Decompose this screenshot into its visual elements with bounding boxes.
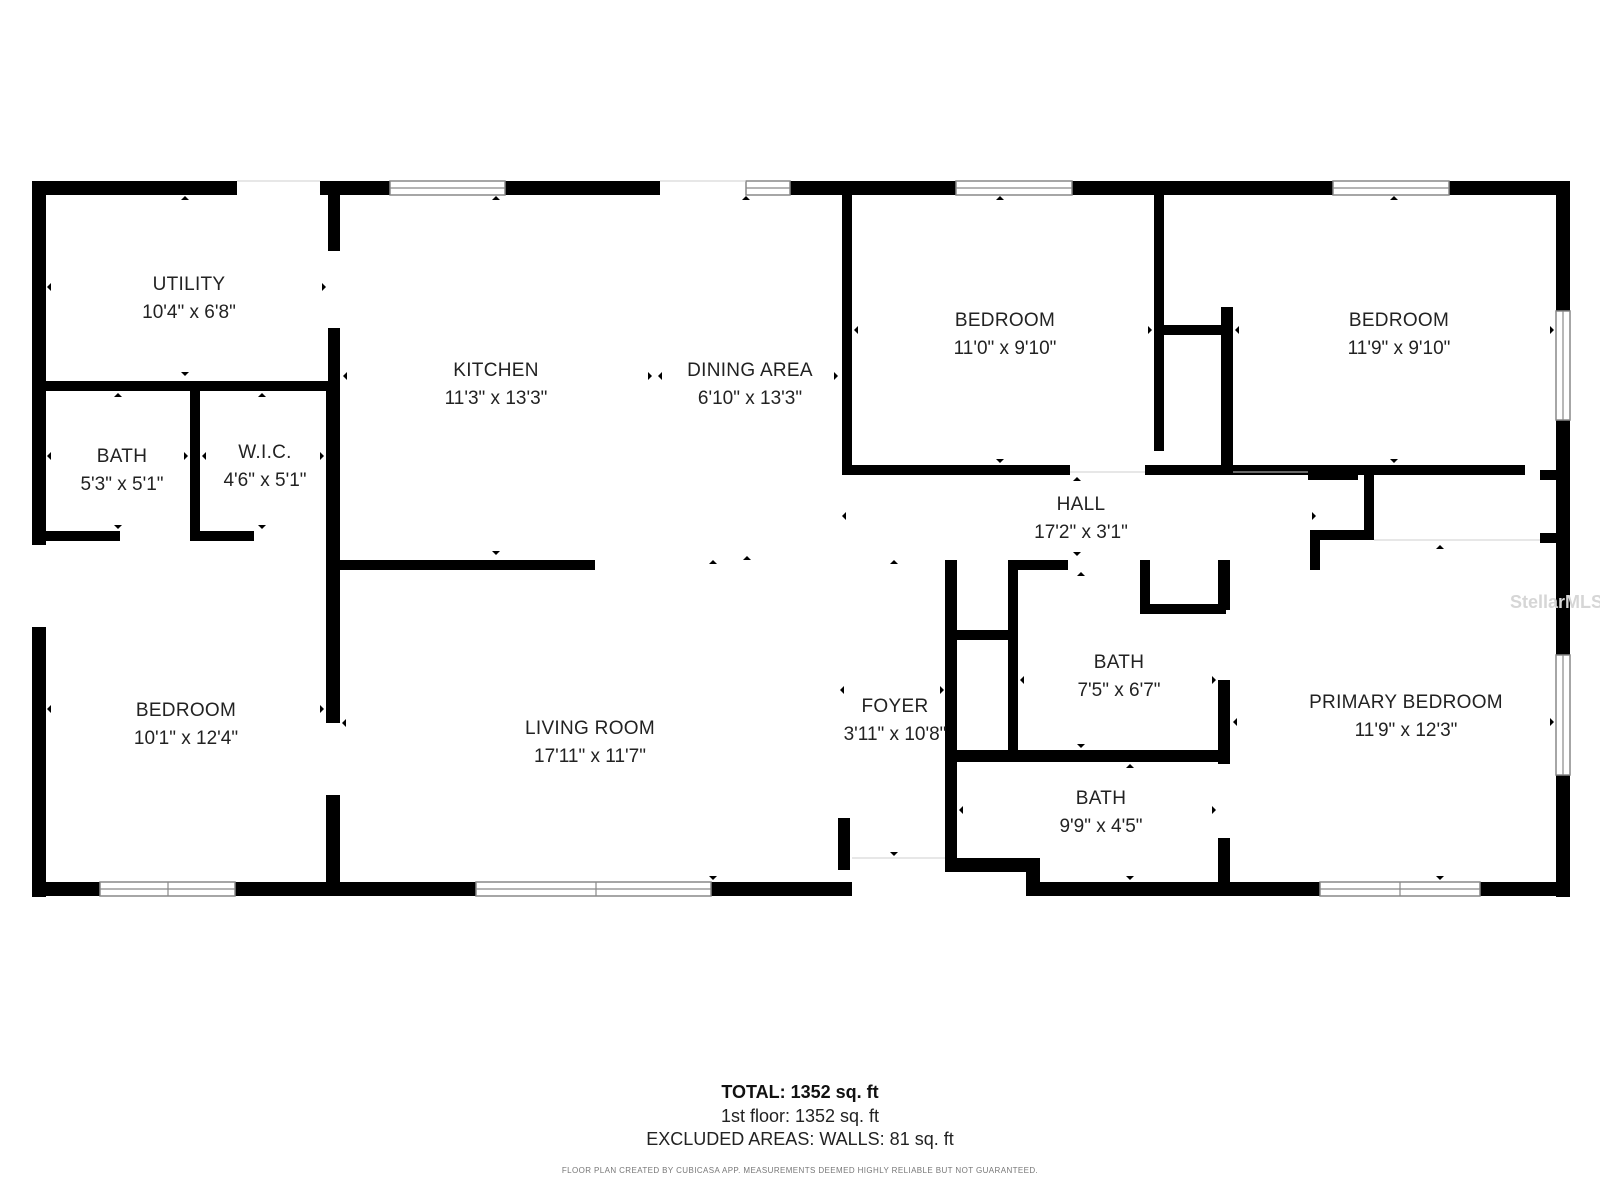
bath1-dim: 5'3" x 5'1" [80, 474, 163, 495]
primary-bedroom-name: PRIMARY BEDROOM [1309, 692, 1503, 713]
door-openings [237, 180, 1540, 859]
living-dim: 17'11" x 11'7" [534, 746, 646, 767]
bath2-name: BATH [1094, 652, 1144, 673]
utility-name: UTILITY [153, 274, 226, 295]
windows [99, 180, 1571, 897]
bath2-dim: 7'5" x 6'7" [1077, 680, 1160, 701]
bedroom2-name: BEDROOM [955, 310, 1055, 331]
watermark: StellarMLS [1510, 592, 1600, 612]
bath1-name: BATH [97, 446, 147, 467]
wic-dim: 4'6" x 5'1" [223, 470, 306, 491]
dining-dim: 6'10" x 13'3" [698, 388, 802, 409]
hall-name: HALL [1057, 494, 1106, 515]
walls [32, 181, 1570, 897]
bedroom3-dim: 11'9" x 9'10" [1348, 338, 1451, 359]
bedroom1-name: BEDROOM [136, 700, 236, 721]
total-area: TOTAL: 1352 sq. ft [721, 1082, 879, 1102]
wic-name: W.I.C. [238, 442, 292, 463]
foyer-name: FOYER [862, 696, 929, 717]
bath3-name: BATH [1076, 788, 1126, 809]
bath3-dim: 9'9" x 4'5" [1059, 816, 1142, 837]
living-name: LIVING ROOM [525, 718, 655, 739]
floor-area: 1st floor: 1352 sq. ft [720, 1106, 880, 1126]
foyer-dim: 3'11" x 10'8" [844, 724, 947, 745]
bedroom1-dim: 10'1" x 12'4" [134, 728, 238, 749]
hall-dim: 17'2" x 3'1" [1034, 522, 1128, 543]
kitchen-name: KITCHEN [453, 360, 539, 381]
excluded-area: EXCLUDED AREAS: WALLS: 81 sq. ft [646, 1129, 954, 1149]
dimension-markers [47, 196, 1554, 880]
disclaimer: FLOOR PLAN CREATED BY CUBICASA APP. MEAS… [561, 1166, 1039, 1175]
dining-name: DINING AREA [687, 360, 813, 381]
room-labels: UTILITY 10'4" x 6'8" KITCHEN 11'3" x 13'… [80, 274, 1502, 837]
primary-bedroom-dim: 11'9" x 12'3" [1355, 720, 1458, 741]
kitchen-dim: 11'3" x 13'3" [445, 388, 548, 409]
bedroom2-dim: 11'0" x 9'10" [954, 338, 1057, 359]
utility-dim: 10'4" x 6'8" [142, 302, 236, 323]
bedroom3-name: BEDROOM [1349, 310, 1449, 331]
